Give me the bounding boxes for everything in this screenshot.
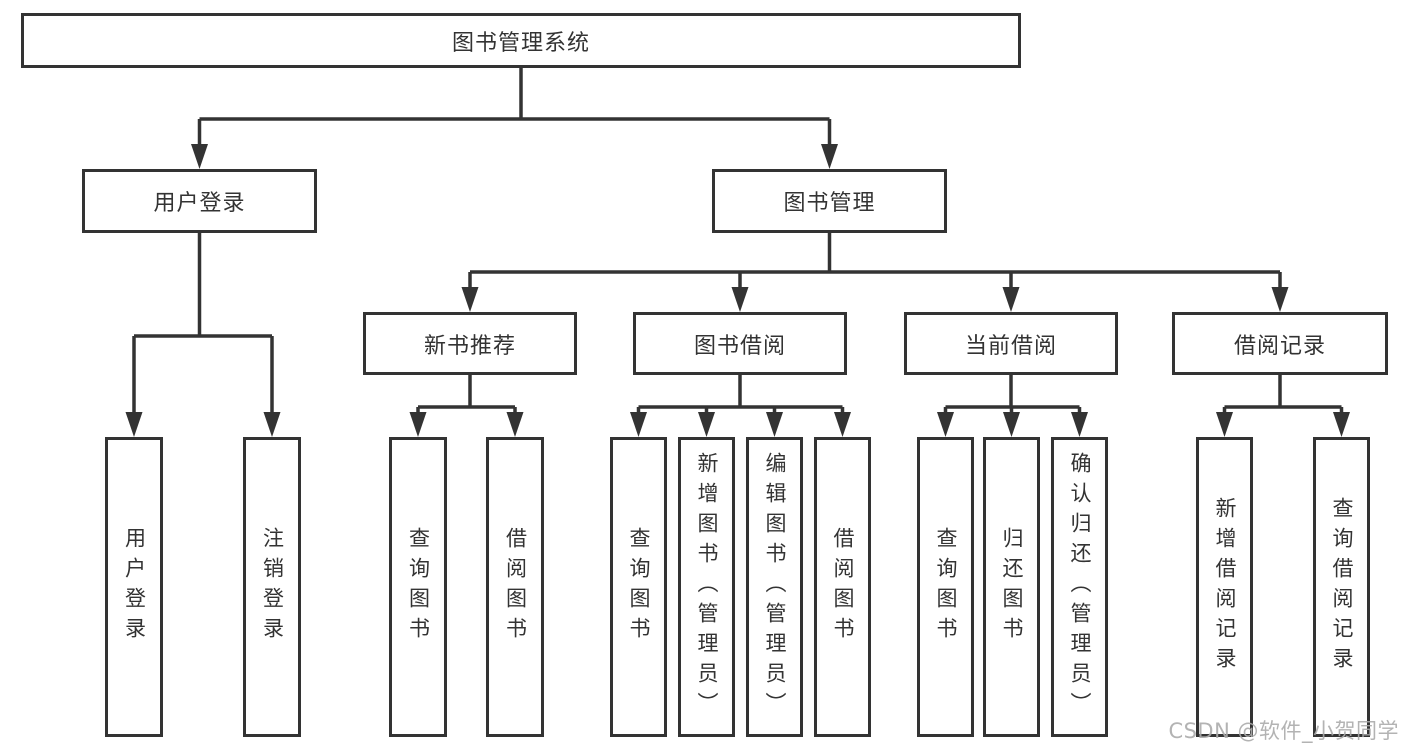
connector-path [468,233,1282,292]
leaf-recommend-query-books: 查询图书 [389,437,447,737]
node-current-borrow: 当前借阅 [904,312,1118,375]
arrowhead-down-icon [630,412,647,437]
arrowhead-down-icon [937,412,954,437]
arrowhead-down-icon [263,412,281,437]
leaf-current-return-books-label: 归还图书 [1000,527,1024,647]
leaf-borrow-add-books-admin: 新增图书（管理员） [678,437,735,737]
arrowhead-down-icon [461,287,479,312]
node-book-management-label: 图书管理 [783,191,876,216]
node-library-system: 图书管理系统 [21,13,1021,68]
arrowhead-down-icon [731,287,749,312]
arrowhead-down-icon [1271,287,1289,312]
arrowhead-down-icon [821,144,838,169]
leaf-borrow-query-books: 查询图书 [610,437,667,737]
node-new-book-recommend-label: 新书推荐 [423,333,516,359]
leaf-current-confirm-return-admin: 确认归还（管理员） [1051,437,1108,737]
node-new-book-recommend: 新书推荐 [363,312,577,375]
leaf-records-query-record-label: 查询借阅记录 [1330,497,1354,677]
leaf-records-query-record: 查询借阅记录 [1313,437,1370,737]
arrowhead-down-icon [409,412,427,437]
node-book-management: 图书管理 [712,169,947,233]
node-borrow-records-label: 借阅记录 [1233,333,1326,359]
leaf-current-query-books: 查询图书 [917,437,974,737]
leaf-current-return-books: 归还图书 [983,437,1040,737]
connector-path [636,375,845,417]
arrowhead-down-icon [1216,412,1233,437]
arrowhead-down-icon [698,412,715,437]
leaf-user-login: 用户登录 [105,437,163,737]
node-user-login-label: 用户登录 [153,191,246,216]
arrowhead-down-icon [125,412,143,437]
leaf-current-query-books-label: 查询图书 [934,527,958,647]
leaf-records-add-record: 新增借阅记录 [1196,437,1253,737]
node-book-borrow: 图书借阅 [633,312,847,375]
leaf-recommend-borrow-books: 借阅图书 [486,437,544,737]
connector-path [416,375,517,417]
arrowhead-down-icon [766,412,783,437]
arrowhead-down-icon [1071,412,1088,437]
leaf-logout: 注销登录 [243,437,301,737]
watermark: CSDN @软件_小贺同学 [1168,719,1399,743]
node-current-borrow-label: 当前借阅 [964,333,1057,359]
connector-path [197,68,832,149]
leaf-recommend-query-books-label: 查询图书 [406,527,431,647]
arrowhead-down-icon [1333,412,1350,437]
arrowhead-down-icon [1003,412,1020,437]
leaf-borrow-query-books-label: 查询图书 [627,527,651,647]
leaf-user-login-label: 用户登录 [122,527,147,647]
node-library-system-label: 图书管理系统 [451,30,590,56]
connector-path [1222,375,1344,417]
leaf-borrow-add-books-admin-label: 新增图书（管理员） [695,452,719,722]
connector-path [132,233,274,417]
node-book-borrow-label: 图书借阅 [693,333,786,359]
leaf-borrow-edit-books-admin-label: 编辑图书（管理员） [763,452,787,722]
leaf-recommend-borrow-books-label: 借阅图书 [503,527,528,647]
arrowhead-down-icon [191,144,208,169]
node-user-login: 用户登录 [82,169,317,233]
leaf-borrow-edit-books-admin: 编辑图书（管理员） [746,437,803,737]
connector-path [943,375,1082,417]
arrowhead-down-icon [506,412,524,437]
arrowhead-down-icon [834,412,851,437]
leaf-borrow-borrow-books: 借阅图书 [814,437,871,737]
node-borrow-records: 借阅记录 [1172,312,1388,375]
arrowhead-down-icon [1002,287,1020,312]
leaf-borrow-borrow-books-label: 借阅图书 [831,527,855,647]
leaf-logout-label: 注销登录 [260,527,285,647]
leaf-current-confirm-return-admin-label: 确认归还（管理员） [1068,452,1092,722]
leaf-records-add-record-label: 新增借阅记录 [1213,497,1237,677]
